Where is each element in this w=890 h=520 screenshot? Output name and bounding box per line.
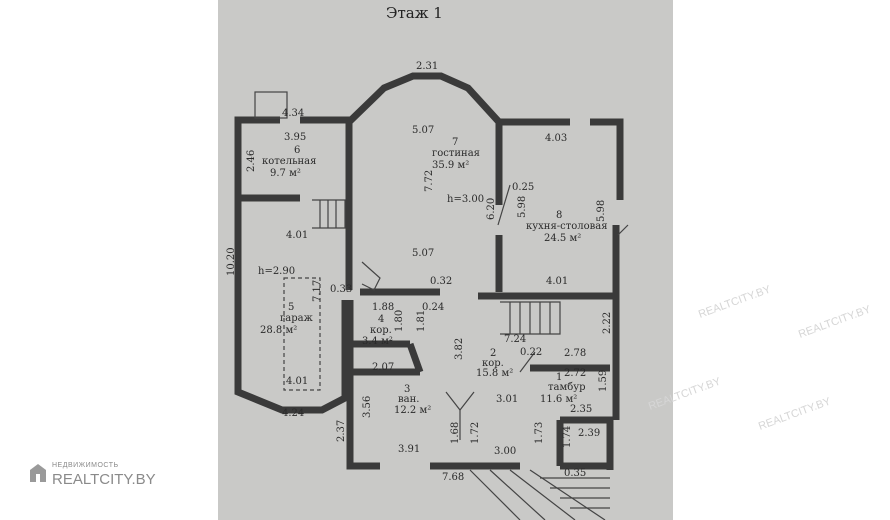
room-number: 2: [490, 348, 496, 359]
plan-details: [254, 91, 629, 520]
walls: [234, 72, 624, 470]
dimension: 5.98: [517, 196, 528, 218]
dimension: 2.35: [570, 404, 592, 415]
dimension: 7.68: [442, 472, 464, 483]
watermark-text: REALTCITY.BY: [647, 375, 723, 412]
dimension: 0.33: [330, 284, 352, 295]
house-logo-icon: [30, 464, 46, 482]
watermark-text: REALTCITY.BY: [697, 283, 773, 320]
room-number: 6: [294, 145, 300, 156]
room-name: кор.: [482, 358, 504, 369]
room-number: 1: [556, 372, 562, 383]
watermark-text: REALTCITY.BY: [757, 395, 833, 432]
dimension: 1.68: [450, 422, 461, 444]
room-number: 3: [404, 384, 410, 395]
dimension: 3.82: [454, 338, 465, 360]
room-name: кухня-столовая: [526, 221, 608, 232]
dimension: 7.72: [424, 170, 435, 192]
room-name: ван.: [398, 394, 419, 405]
ceiling-height: h=2.90: [258, 266, 295, 277]
watermark-brand-text: REALTCITY.BY: [52, 471, 156, 488]
room-area: 9.7 м²: [270, 168, 301, 179]
watermark-text: REALTCITY.BY: [797, 303, 873, 340]
dimension: 3.56: [362, 396, 373, 418]
watermark-small-text: НЕДВИЖИМОСТЬ: [52, 462, 119, 469]
room-area: 15.8 м²: [476, 368, 513, 379]
dimension: 4.01: [286, 376, 308, 387]
dimension: 2.31: [416, 61, 438, 72]
dimension: 0.24: [422, 302, 444, 313]
dimension: 2.22: [602, 312, 613, 334]
dimension: 0.22: [520, 347, 542, 358]
dimension: 10.20: [226, 247, 237, 276]
dimension: 4.01: [546, 276, 568, 287]
dimension: 2.78: [564, 348, 586, 359]
room-labels: 7 гостиная 35.9 м² 8 кухня-столовая 24.5…: [258, 137, 608, 416]
dimension: 3.91: [398, 444, 420, 455]
dimension: 2.46: [246, 150, 257, 172]
dimension: 2.07: [372, 362, 394, 373]
dimension: 1.88: [372, 302, 394, 313]
room-area: 11.6 м²: [540, 394, 577, 405]
dimension: 4.01: [286, 230, 308, 241]
dimension: 1.80: [394, 310, 405, 332]
dimension: 4.03: [545, 133, 567, 144]
dimension: 1.72: [470, 422, 481, 444]
dimension: 1.81: [416, 310, 427, 332]
dimension: 2.72: [564, 368, 586, 379]
watermark-repeats: REALTCITY.BY REALTCITY.BY REALTCITY.BY R…: [647, 283, 873, 432]
plan-title: Этаж 1: [386, 4, 443, 22]
dimension: 1.59: [598, 370, 609, 392]
ceiling-height: h=3.00: [447, 194, 484, 205]
room-name: котельная: [262, 156, 316, 167]
dimension: 7.17: [312, 280, 323, 302]
dimension: 0.35: [564, 468, 586, 479]
room-number: 4: [378, 314, 384, 325]
dimension: 1.73: [534, 422, 545, 444]
dimension: 2.37: [336, 420, 347, 442]
room-area: 12.2 м²: [394, 405, 431, 416]
room-number: 7: [452, 137, 458, 148]
room-number: 5: [288, 302, 294, 313]
room-name: гостиная: [432, 148, 480, 159]
room-area: 28.8 м²: [260, 325, 297, 336]
dimension: 5.98: [596, 200, 607, 222]
dimension: 0.25: [512, 182, 534, 193]
dimension: 0.32: [430, 276, 452, 287]
dimension: 3.01: [496, 394, 518, 405]
dimension: 5.07: [412, 125, 434, 136]
floor-plan-sheet: [218, 0, 673, 520]
room-number: 8: [556, 210, 562, 221]
dimension: 2.39: [578, 428, 600, 439]
room-area: 24.5 м²: [544, 233, 581, 244]
realtcity-watermark: НЕДВИЖИМОСТЬ REALTCITY.BY: [28, 462, 156, 488]
room-name: кор.: [370, 325, 392, 336]
dimension: 6.20: [486, 198, 497, 220]
dimension-labels: 2.31 4.34 3.95 5.07 4.03 2.46 7.72 0.25 …: [226, 61, 613, 483]
dimension: 4.34: [282, 108, 304, 119]
room-name: тамбур: [548, 382, 586, 393]
dimension: 1.74: [562, 426, 573, 448]
room-name: гараж: [280, 313, 314, 324]
dimension: 3.95: [284, 132, 306, 143]
dimension: 4.24: [282, 408, 304, 419]
dimension: 7.24: [504, 334, 526, 345]
dimension: 5.07: [412, 248, 434, 259]
dimension: 3.00: [494, 446, 516, 457]
room-area: 35.9 м²: [432, 160, 469, 171]
room-area: 3.4 м²: [362, 336, 393, 347]
